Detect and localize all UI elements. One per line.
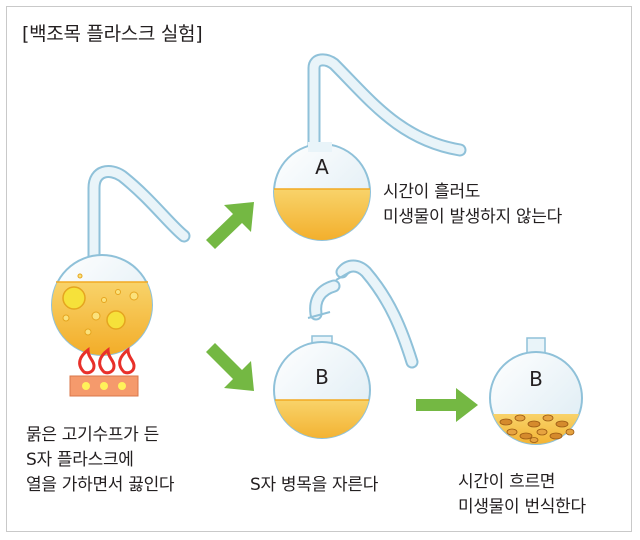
- caption-flask-a-line: 미생물이 발생하지 않는다: [383, 207, 562, 227]
- diagram-title: [백조목 플라스크 실험]: [22, 23, 203, 45]
- arrow-down-right-icon: [206, 343, 254, 391]
- flask-b-label: B: [315, 365, 329, 389]
- boiling-bubbles: [62, 273, 139, 336]
- caption-step-3-line: 미생물이 번식한다: [458, 497, 586, 517]
- flask-b-after: B: [489, 337, 583, 445]
- caption-flask-a: 시간이 흘러도 미생물이 발생하지 않는다: [383, 180, 562, 230]
- flask-b-after-label: B: [529, 367, 543, 391]
- caption-step-1: 묽은 고기수프가 든 S자 플라스크에 열을 가하면서 끓인다: [26, 423, 175, 498]
- diagram-frame: [6, 6, 632, 532]
- caption-flask-a-line: 시간이 흘러도: [383, 182, 481, 202]
- caption-step-3-line: 시간이 흐르면: [458, 472, 556, 492]
- arrow-right-icon: [416, 388, 478, 422]
- flask-a: A: [273, 53, 467, 241]
- flask-b: B: [273, 259, 419, 439]
- burner: [69, 347, 139, 397]
- heated-flask: [51, 165, 191, 356]
- flame-icon: [78, 347, 136, 375]
- caption-step-1-line: 묽은 고기수프가 든: [26, 425, 159, 445]
- flask-a-label: A: [315, 155, 329, 179]
- arrow-up-right-icon: [206, 202, 254, 249]
- caption-step-2: S자 병목을 자른다: [250, 475, 379, 495]
- caption-step-1-line: S자 플라스크에: [26, 450, 134, 470]
- caption-step-1-line: 열을 가하면서 끓인다: [26, 475, 175, 495]
- caption-step-3: 시간이 흐르면 미생물이 번식한다: [458, 470, 586, 520]
- microbe-colonies: [499, 414, 575, 443]
